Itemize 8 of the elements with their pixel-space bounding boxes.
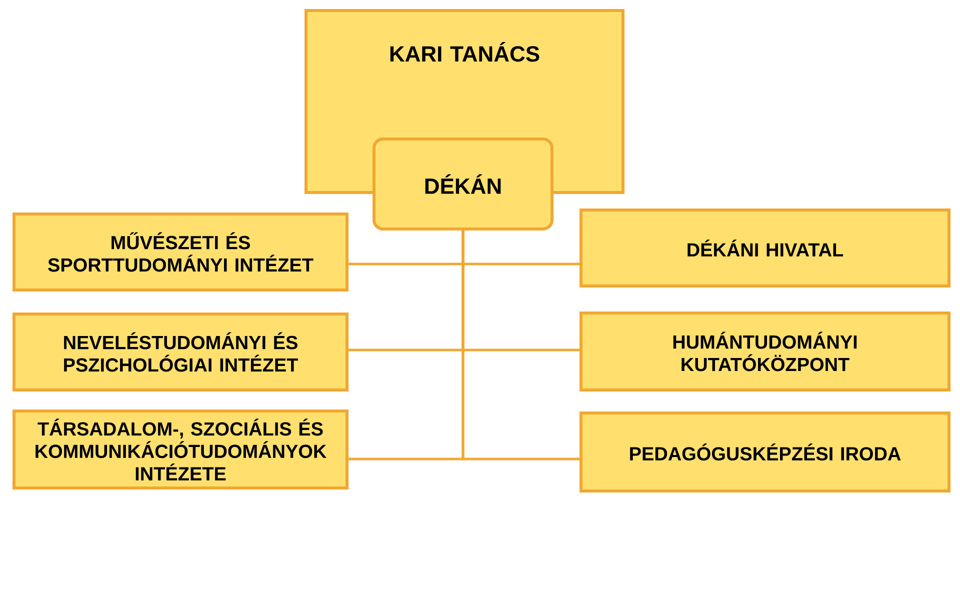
unit-box: HUMÁNTUDOMÁNYI KUTATÓKÖZPONT [580,312,950,392]
unit-box: PEDAGÓGUSKÉPZÉSI IRODA [580,412,950,492]
rounded-box: DÉKÁN [372,138,554,230]
unit-box: TÁRSADALOM-, SZOCIÁLIS ÉS KOMMUNIKÁCIÓTUDOMÁNYOK INTÉZETE [12,410,348,490]
unit-box: NEVELÉSTUDOMÁNYI ÉS PSZICHOLÓGIAI INTÉZET [12,312,348,392]
unit-box: DÉKÁNI HIVATAL [580,208,950,288]
unit-box: MŰVÉSZETI ÉS SPORTTUDOMÁNYI INTÉZET [12,212,348,292]
connector-line [462,230,580,460]
